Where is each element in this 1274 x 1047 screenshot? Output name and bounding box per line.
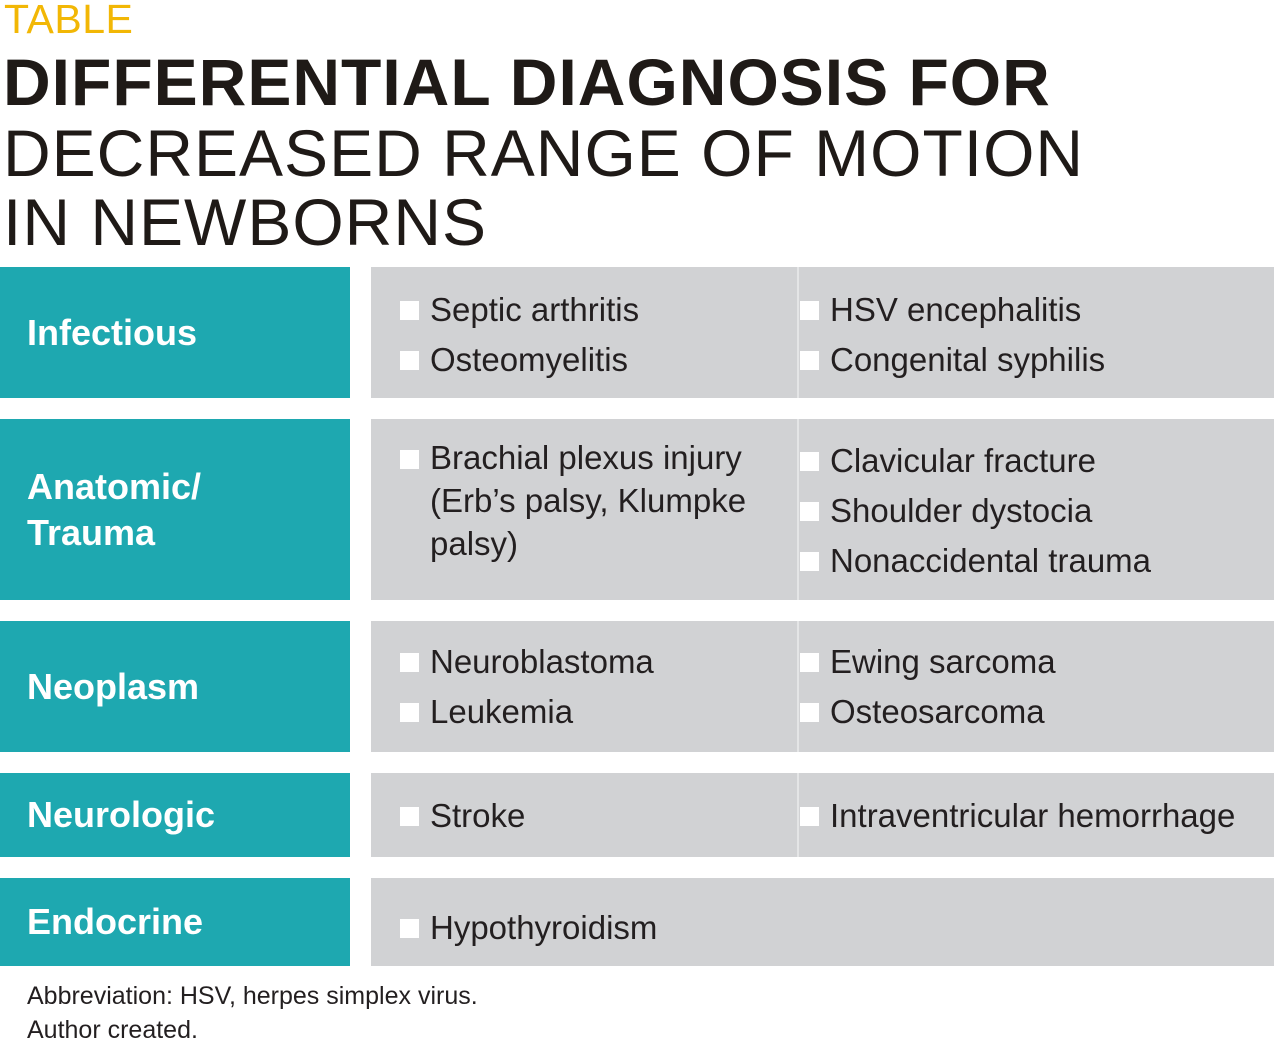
items-panel (371, 621, 1274, 752)
items-column-right: Clavicular fracture Shoulder dystocia No… (800, 436, 1270, 586)
category-label: Infectious (27, 311, 198, 353)
items-panel (371, 878, 1274, 966)
category-cell: Infectious (0, 267, 350, 398)
source-credit: Author created. (27, 1016, 198, 1044)
table-row-endocrine: Endocrine Hypothyroidism (0, 878, 1274, 966)
category-cell: Endocrine (0, 878, 350, 966)
items-column-right: Ewing sarcoma Osteosarcoma (800, 637, 1270, 737)
list-item: Neuroblastoma (400, 637, 780, 687)
table-title-line-3: IN NEWBORNS (3, 185, 488, 259)
square-bullet-icon (800, 502, 819, 521)
category-label: Neoplasm (27, 665, 200, 707)
list-item: Osteomyelitis (400, 335, 780, 385)
square-bullet-icon (400, 807, 419, 826)
list-item: Stroke (400, 791, 780, 841)
list-item: Congenital syphilis (800, 335, 1270, 385)
square-bullet-icon (800, 807, 819, 826)
items-column-left: Stroke (400, 791, 780, 841)
column-divider (797, 267, 799, 398)
square-bullet-icon (800, 552, 819, 571)
table-row-neurologic: Neurologic Stroke Intraventricular hemor… (0, 773, 1274, 857)
category-cell: Neurologic (0, 773, 350, 857)
category-cell: Anatomic/ Trauma (0, 419, 350, 600)
items-panel (371, 773, 1274, 857)
table-kicker: TABLE (4, 0, 134, 42)
table-row-neoplasm: Neoplasm Neuroblastoma Leukemia Ewing sa… (0, 621, 1274, 752)
items-column-right: Intraventricular hemorrhage (800, 791, 1270, 841)
category-label: Neurologic (27, 794, 216, 835)
square-bullet-icon (400, 450, 419, 469)
column-divider (797, 419, 799, 600)
list-item: Leukemia (400, 687, 780, 737)
list-item: Ewing sarcoma (800, 637, 1270, 687)
category-label: Endocrine (27, 901, 204, 942)
list-item: Clavicular fracture (800, 436, 1270, 486)
table-row-infectious: Infectious Septic arthritis Osteomyeliti… (0, 267, 1274, 398)
square-bullet-icon (800, 452, 819, 471)
column-divider (797, 773, 799, 857)
square-bullet-icon (400, 703, 419, 722)
square-bullet-icon (800, 351, 819, 370)
square-bullet-icon (400, 919, 419, 938)
square-bullet-icon (400, 301, 419, 320)
square-bullet-icon (800, 653, 819, 672)
items-column-left: Neuroblastoma Leukemia (400, 637, 780, 737)
table-title-line-1: DIFFERENTIAL DIAGNOSIS FOR (3, 45, 1051, 119)
list-item: Hypothyroidism (400, 903, 780, 953)
items-column-left: Hypothyroidism (400, 903, 780, 953)
column-divider (797, 621, 799, 752)
items-panel (371, 267, 1274, 398)
items-panel (371, 419, 1274, 600)
table-title-line-2: DECREASED RANGE OF MOTION (3, 116, 1085, 190)
list-item: Osteosarcoma (800, 687, 1270, 737)
table-row-anatomic-trauma: Anatomic/ Trauma Brachial plexus injury … (0, 419, 1274, 600)
list-item: Shoulder dystocia (800, 486, 1270, 536)
category-label: Anatomic/ Trauma (27, 465, 202, 553)
list-item: Intraventricular hemorrhage (800, 791, 1270, 841)
square-bullet-icon (800, 703, 819, 722)
square-bullet-icon (400, 653, 419, 672)
abbreviation-note: Abbreviation: HSV, herpes simplex virus. (27, 982, 478, 1010)
items-column-right: HSV encephalitis Congenital syphilis (800, 285, 1270, 385)
items-column-left: Septic arthritis Osteomyelitis (400, 285, 780, 385)
category-cell: Neoplasm (0, 621, 350, 752)
list-item: HSV encephalitis (800, 285, 1270, 335)
square-bullet-icon (400, 351, 419, 370)
square-bullet-icon (800, 301, 819, 320)
list-item: Brachial plexus injury (Erb’s palsy, Klu… (400, 436, 770, 565)
list-item: Nonaccidental trauma (800, 536, 1270, 586)
items-column-left: Brachial plexus injury (Erb’s palsy, Klu… (400, 436, 770, 565)
list-item: Septic arthritis (400, 285, 780, 335)
